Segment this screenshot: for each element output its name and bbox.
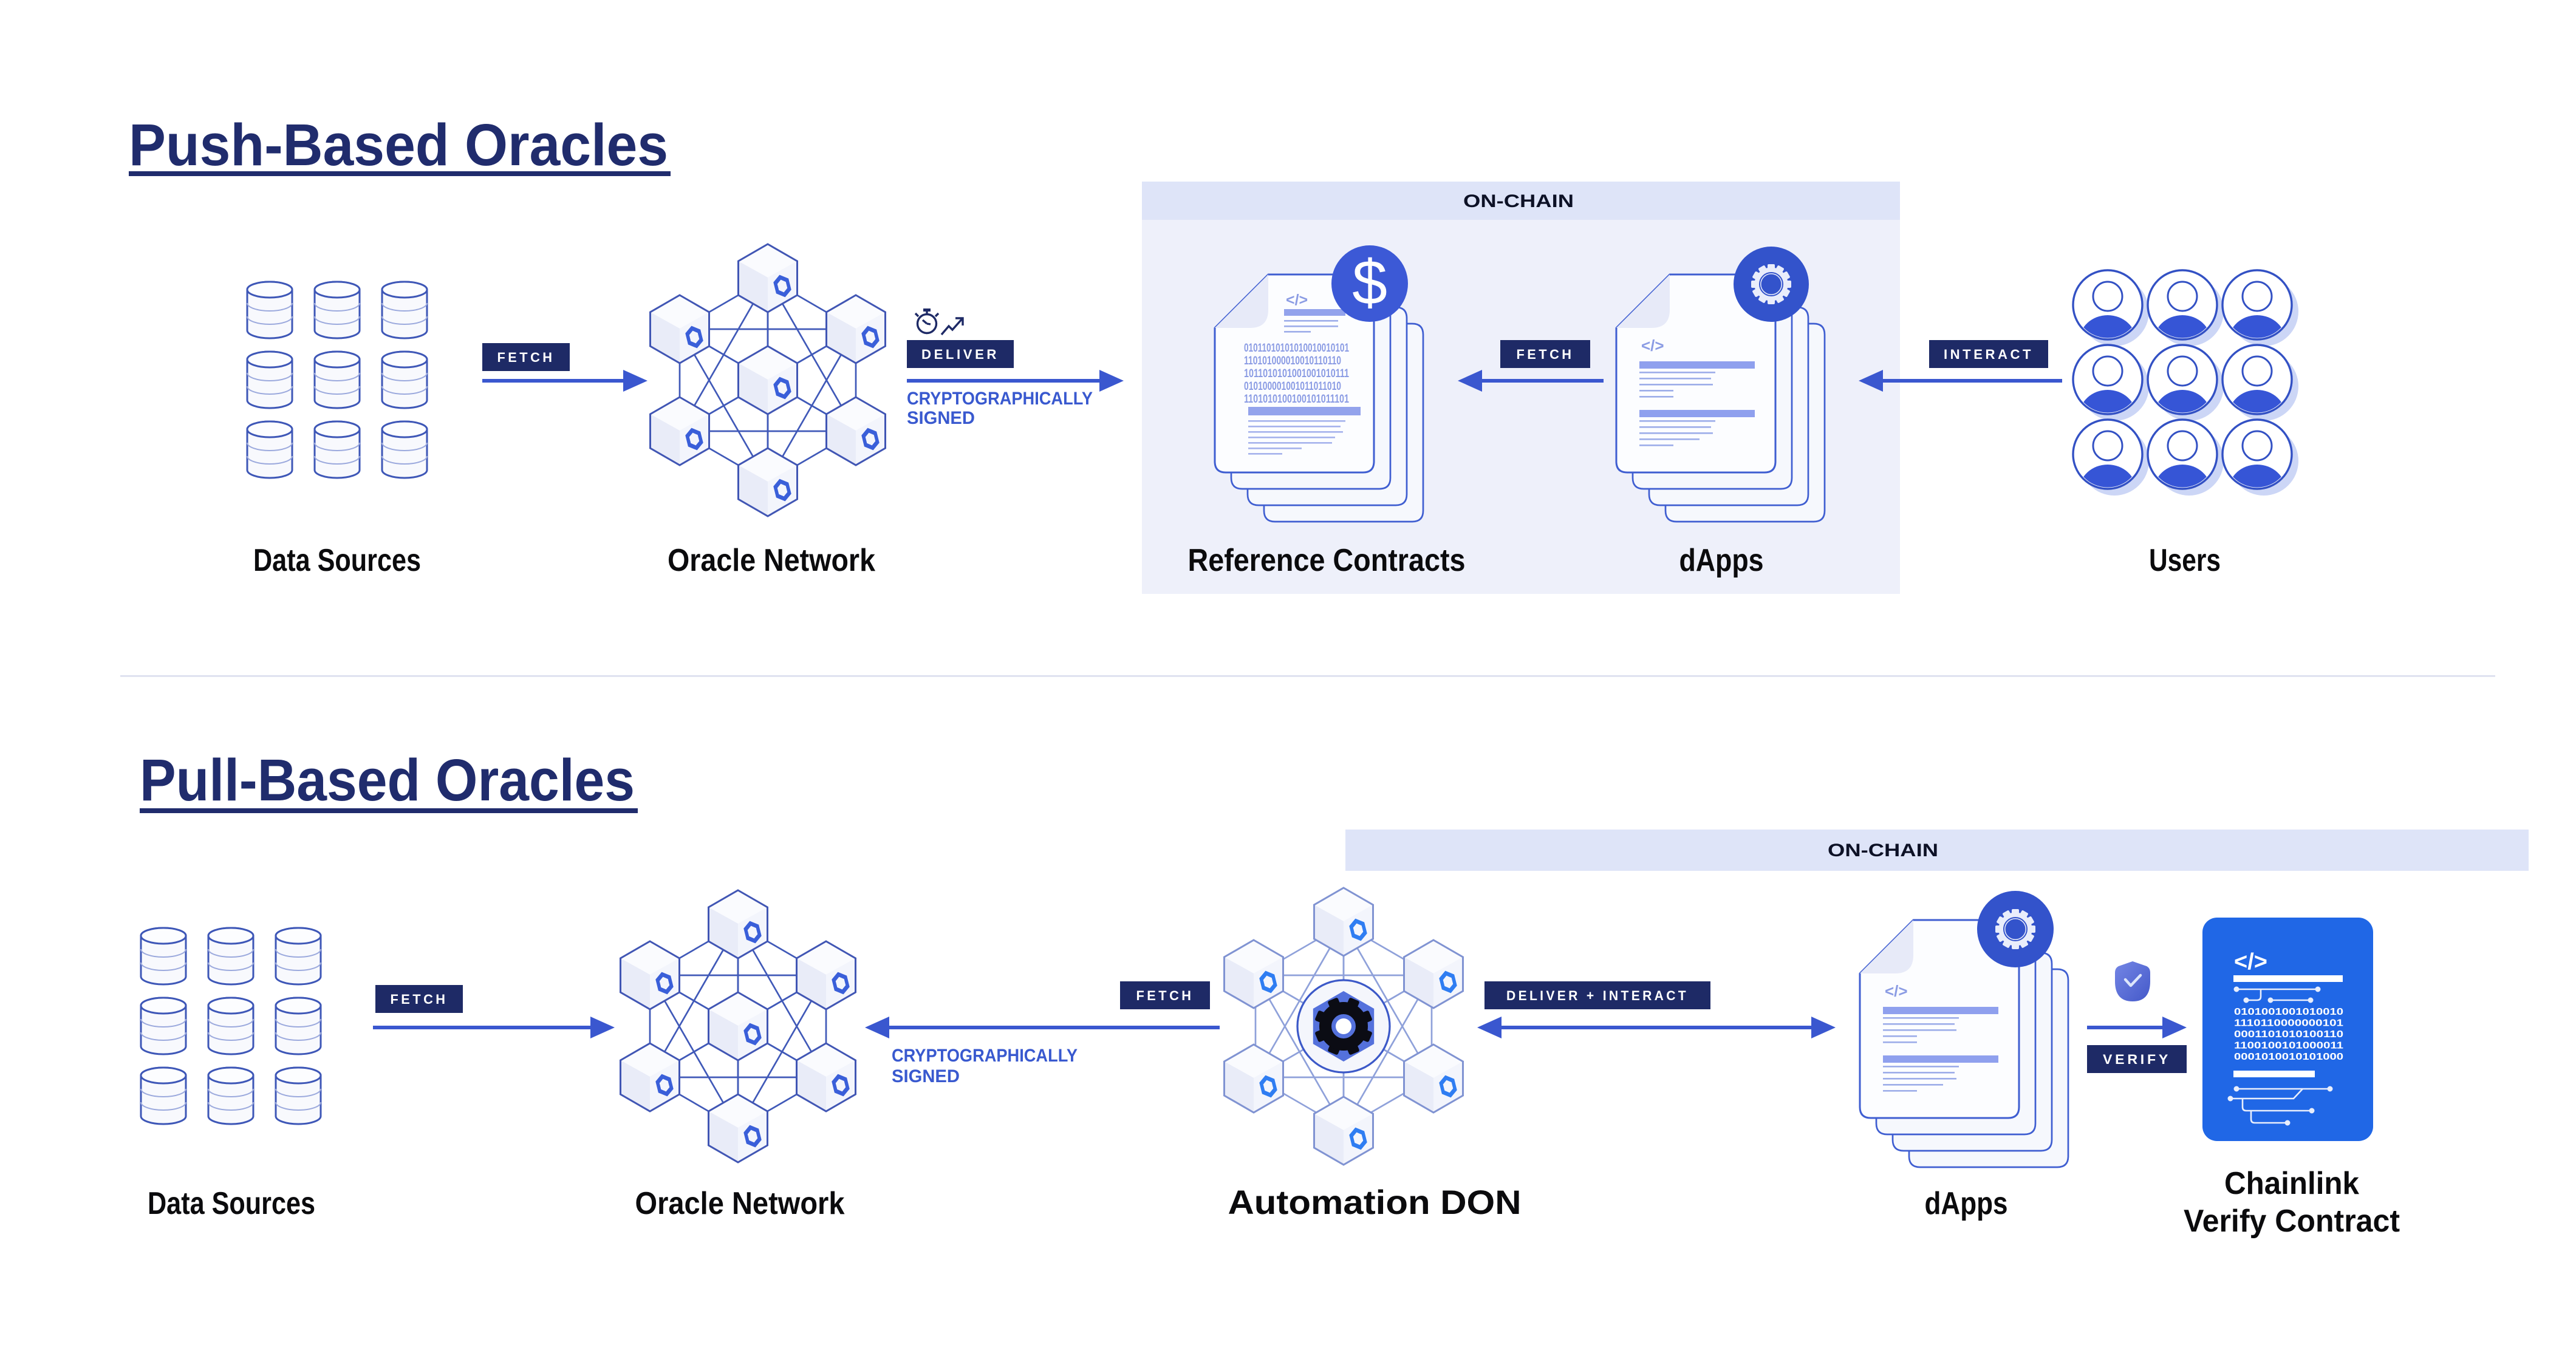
svg-text:1110110000000101: 1110110000000101 [2234,1018,2343,1029]
svg-text:01011010101010010010101: 01011010101010010010101 [1244,342,1349,355]
svg-text:Push-Based Oracles: Push-Based Oracles [129,112,668,178]
svg-text:1100100101000011: 1100100101000011 [2234,1041,2343,1051]
svg-text:Automation DON: Automation DON [1228,1183,1522,1221]
svg-text:</>: </> [1286,291,1308,308]
svg-text:Data Sources: Data Sources [148,1186,315,1221]
svg-text:DELIVER + INTERACT: DELIVER + INTERACT [1506,988,1689,1003]
svg-text:dApps: dApps [1679,543,1764,578]
svg-text:Data Sources: Data Sources [253,543,421,578]
svg-text:Users: Users [2149,543,2221,578]
svg-text:010100001001011011010: 010100001001011011010 [1244,380,1341,393]
svg-text:Pull-Based Oracles: Pull-Based Oracles [140,747,635,813]
svg-text:ON-CHAIN: ON-CHAIN [1828,840,1938,861]
svg-text:SIGNED: SIGNED [907,408,975,428]
svg-text:Oracle Network: Oracle Network [668,543,875,578]
svg-text:Verify Contract: Verify Contract [2184,1204,2400,1239]
svg-text:0001010010101000: 0001010010101000 [2234,1052,2343,1062]
svg-text:CRYPTOGRAPHICALLY: CRYPTOGRAPHICALLY [907,389,1093,409]
svg-text:dApps: dApps [1925,1186,2008,1221]
svg-text:SIGNED: SIGNED [892,1066,960,1086]
svg-text:Chainlink: Chainlink [2224,1166,2359,1201]
svg-text:</>: </> [2234,949,2267,975]
svg-text:0001101010100110: 0001101010100110 [2234,1029,2343,1040]
svg-text:1101010100100101011101: 1101010100100101011101 [1244,393,1349,406]
svg-text:ON-CHAIN: ON-CHAIN [1463,191,1574,211]
svg-text:FETCH: FETCH [391,992,448,1007]
svg-text:FETCH: FETCH [1136,988,1194,1003]
svg-text:CRYPTOGRAPHICALLY: CRYPTOGRAPHICALLY [892,1046,1078,1066]
svg-text:INTERACT: INTERACT [1944,347,2034,362]
svg-text:0101001001010010: 0101001001010010 [2234,1007,2343,1017]
svg-text:Reference Contracts: Reference Contracts [1188,543,1466,578]
svg-text:1011010101001001010111: 1011010101001001010111 [1244,367,1349,380]
svg-text:DELIVER: DELIVER [921,347,999,362]
svg-text:FETCH: FETCH [497,350,555,365]
svg-text:$: $ [1352,248,1387,318]
svg-text:FETCH: FETCH [1517,347,1574,362]
svg-text:110101000010010110110: 110101000010010110110 [1244,355,1341,367]
svg-text:Oracle Network: Oracle Network [635,1186,845,1221]
svg-text:VERIFY: VERIFY [2103,1052,2171,1067]
